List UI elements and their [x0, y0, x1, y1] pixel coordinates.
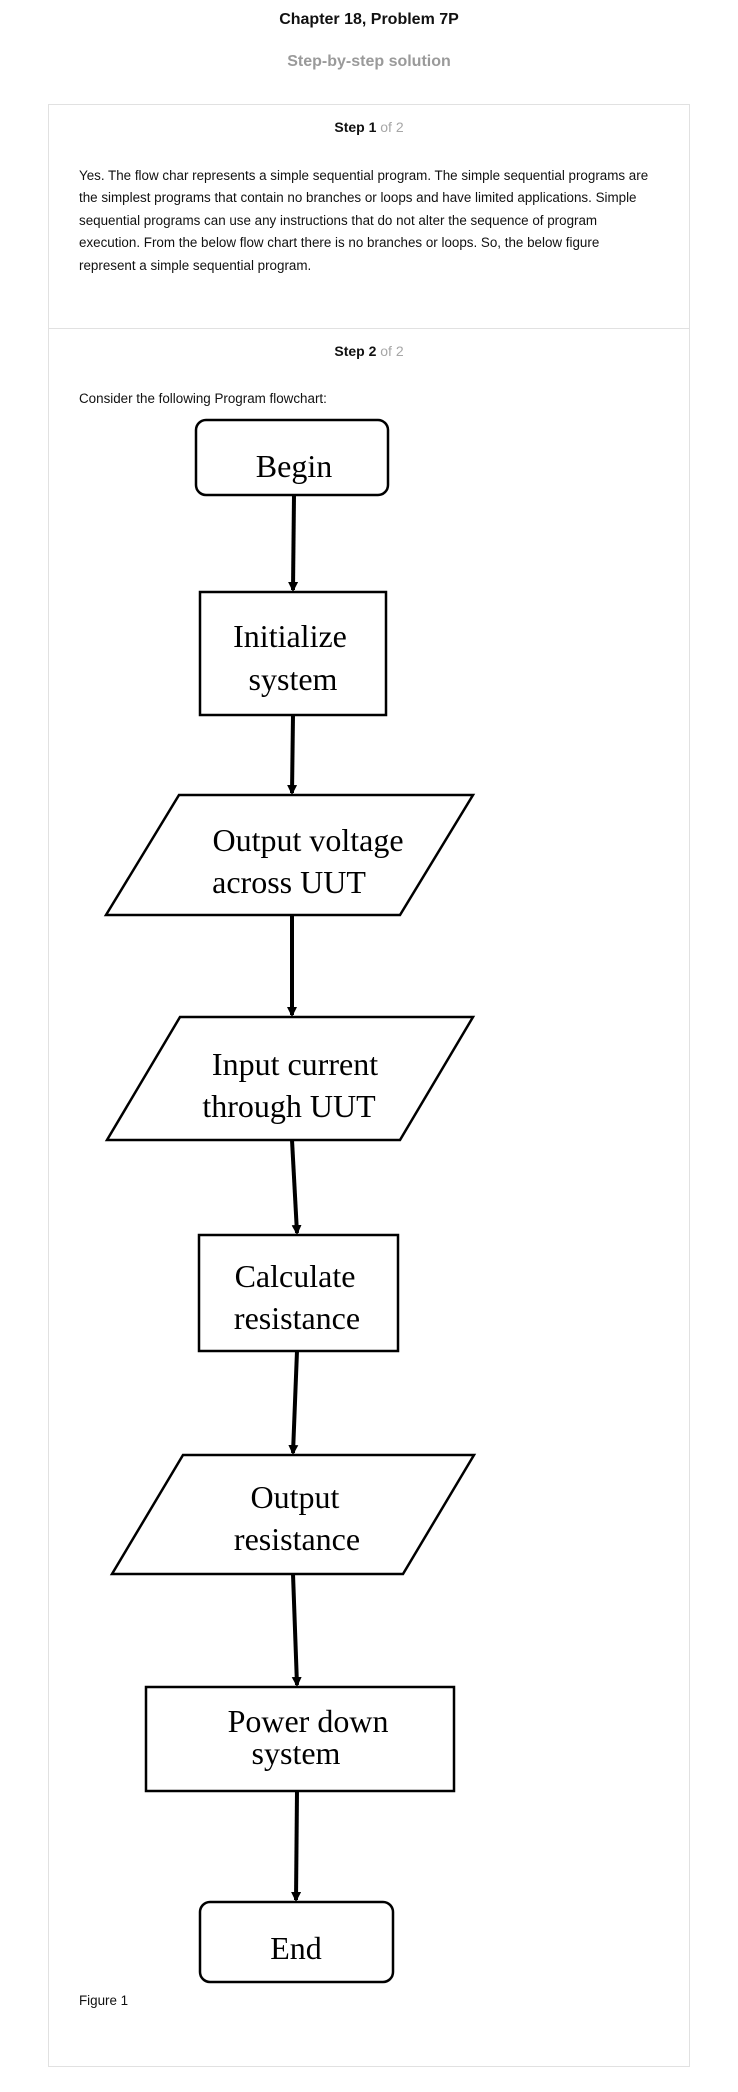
flowchart-arrow: [291, 1573, 302, 1687]
flowchart-node-pwr-label: Power down: [228, 1703, 389, 1739]
flowchart-node-calc-label: Calculate: [235, 1258, 356, 1294]
flowchart-node-pwr: [144, 1685, 456, 1793]
flowchart-node-outr: [109, 1453, 477, 1576]
solution-subtitle: Step-by-step solution: [287, 53, 451, 70]
flowchart-node-init: [198, 590, 388, 717]
flowchart-node-inc: [104, 1015, 476, 1142]
step-2-header: Step 2 of 2: [49, 343, 689, 359]
flowchart-node-inc-label: Input current: [212, 1046, 378, 1082]
step-2-of-label: of 2: [380, 343, 404, 359]
flowchart-node-outr-label: resistance: [234, 1521, 360, 1557]
flowchart-node-outv-label: across UUT: [212, 864, 366, 900]
flowchart-node-end: [198, 1900, 395, 1984]
flowchart-arrow: [291, 1790, 302, 1902]
flowchart-node-outv: [103, 793, 476, 917]
figure-caption: Figure 1: [79, 1993, 129, 2008]
flowchart-arrow: [290, 1139, 302, 1235]
flowchart-node-pwr-label: system: [252, 1735, 341, 1771]
step-1-of-label: of 2: [380, 119, 404, 135]
flowchart-node-init-label: Initialize: [233, 618, 347, 654]
flowchart-node-begin-label: Begin: [256, 448, 332, 484]
chapter-title: Chapter 18, Problem 7P: [279, 11, 459, 28]
flowchart-arrow: [287, 714, 298, 795]
flowchart-node-outv-label: Output voltage: [212, 822, 403, 858]
step-1-text: Yes. The flow char represents a simple s…: [79, 168, 649, 273]
flowchart-arrow: [288, 494, 299, 592]
flowchart-node-calc: [197, 1233, 400, 1353]
flowchart-node-init-label: system: [249, 661, 338, 697]
step-2-intro: Consider the following Program flowchart…: [79, 391, 327, 406]
flowchart-node-calc-label: resistance: [234, 1300, 360, 1336]
flowchart-node-inc-label: through UUT: [202, 1088, 376, 1124]
flowchart-node-outr-label: Output: [251, 1479, 340, 1515]
flowchart-arrow: [288, 1350, 299, 1455]
step-1-label: Step 1: [334, 119, 377, 135]
step-1-card: Step 1 of 2 Yes. The flow char represent…: [48, 104, 690, 330]
flowchart-node-end-label: End: [270, 1930, 322, 1966]
step-2-label: Step 2: [334, 343, 377, 359]
step-1-header: Step 1 of 2: [49, 119, 689, 135]
